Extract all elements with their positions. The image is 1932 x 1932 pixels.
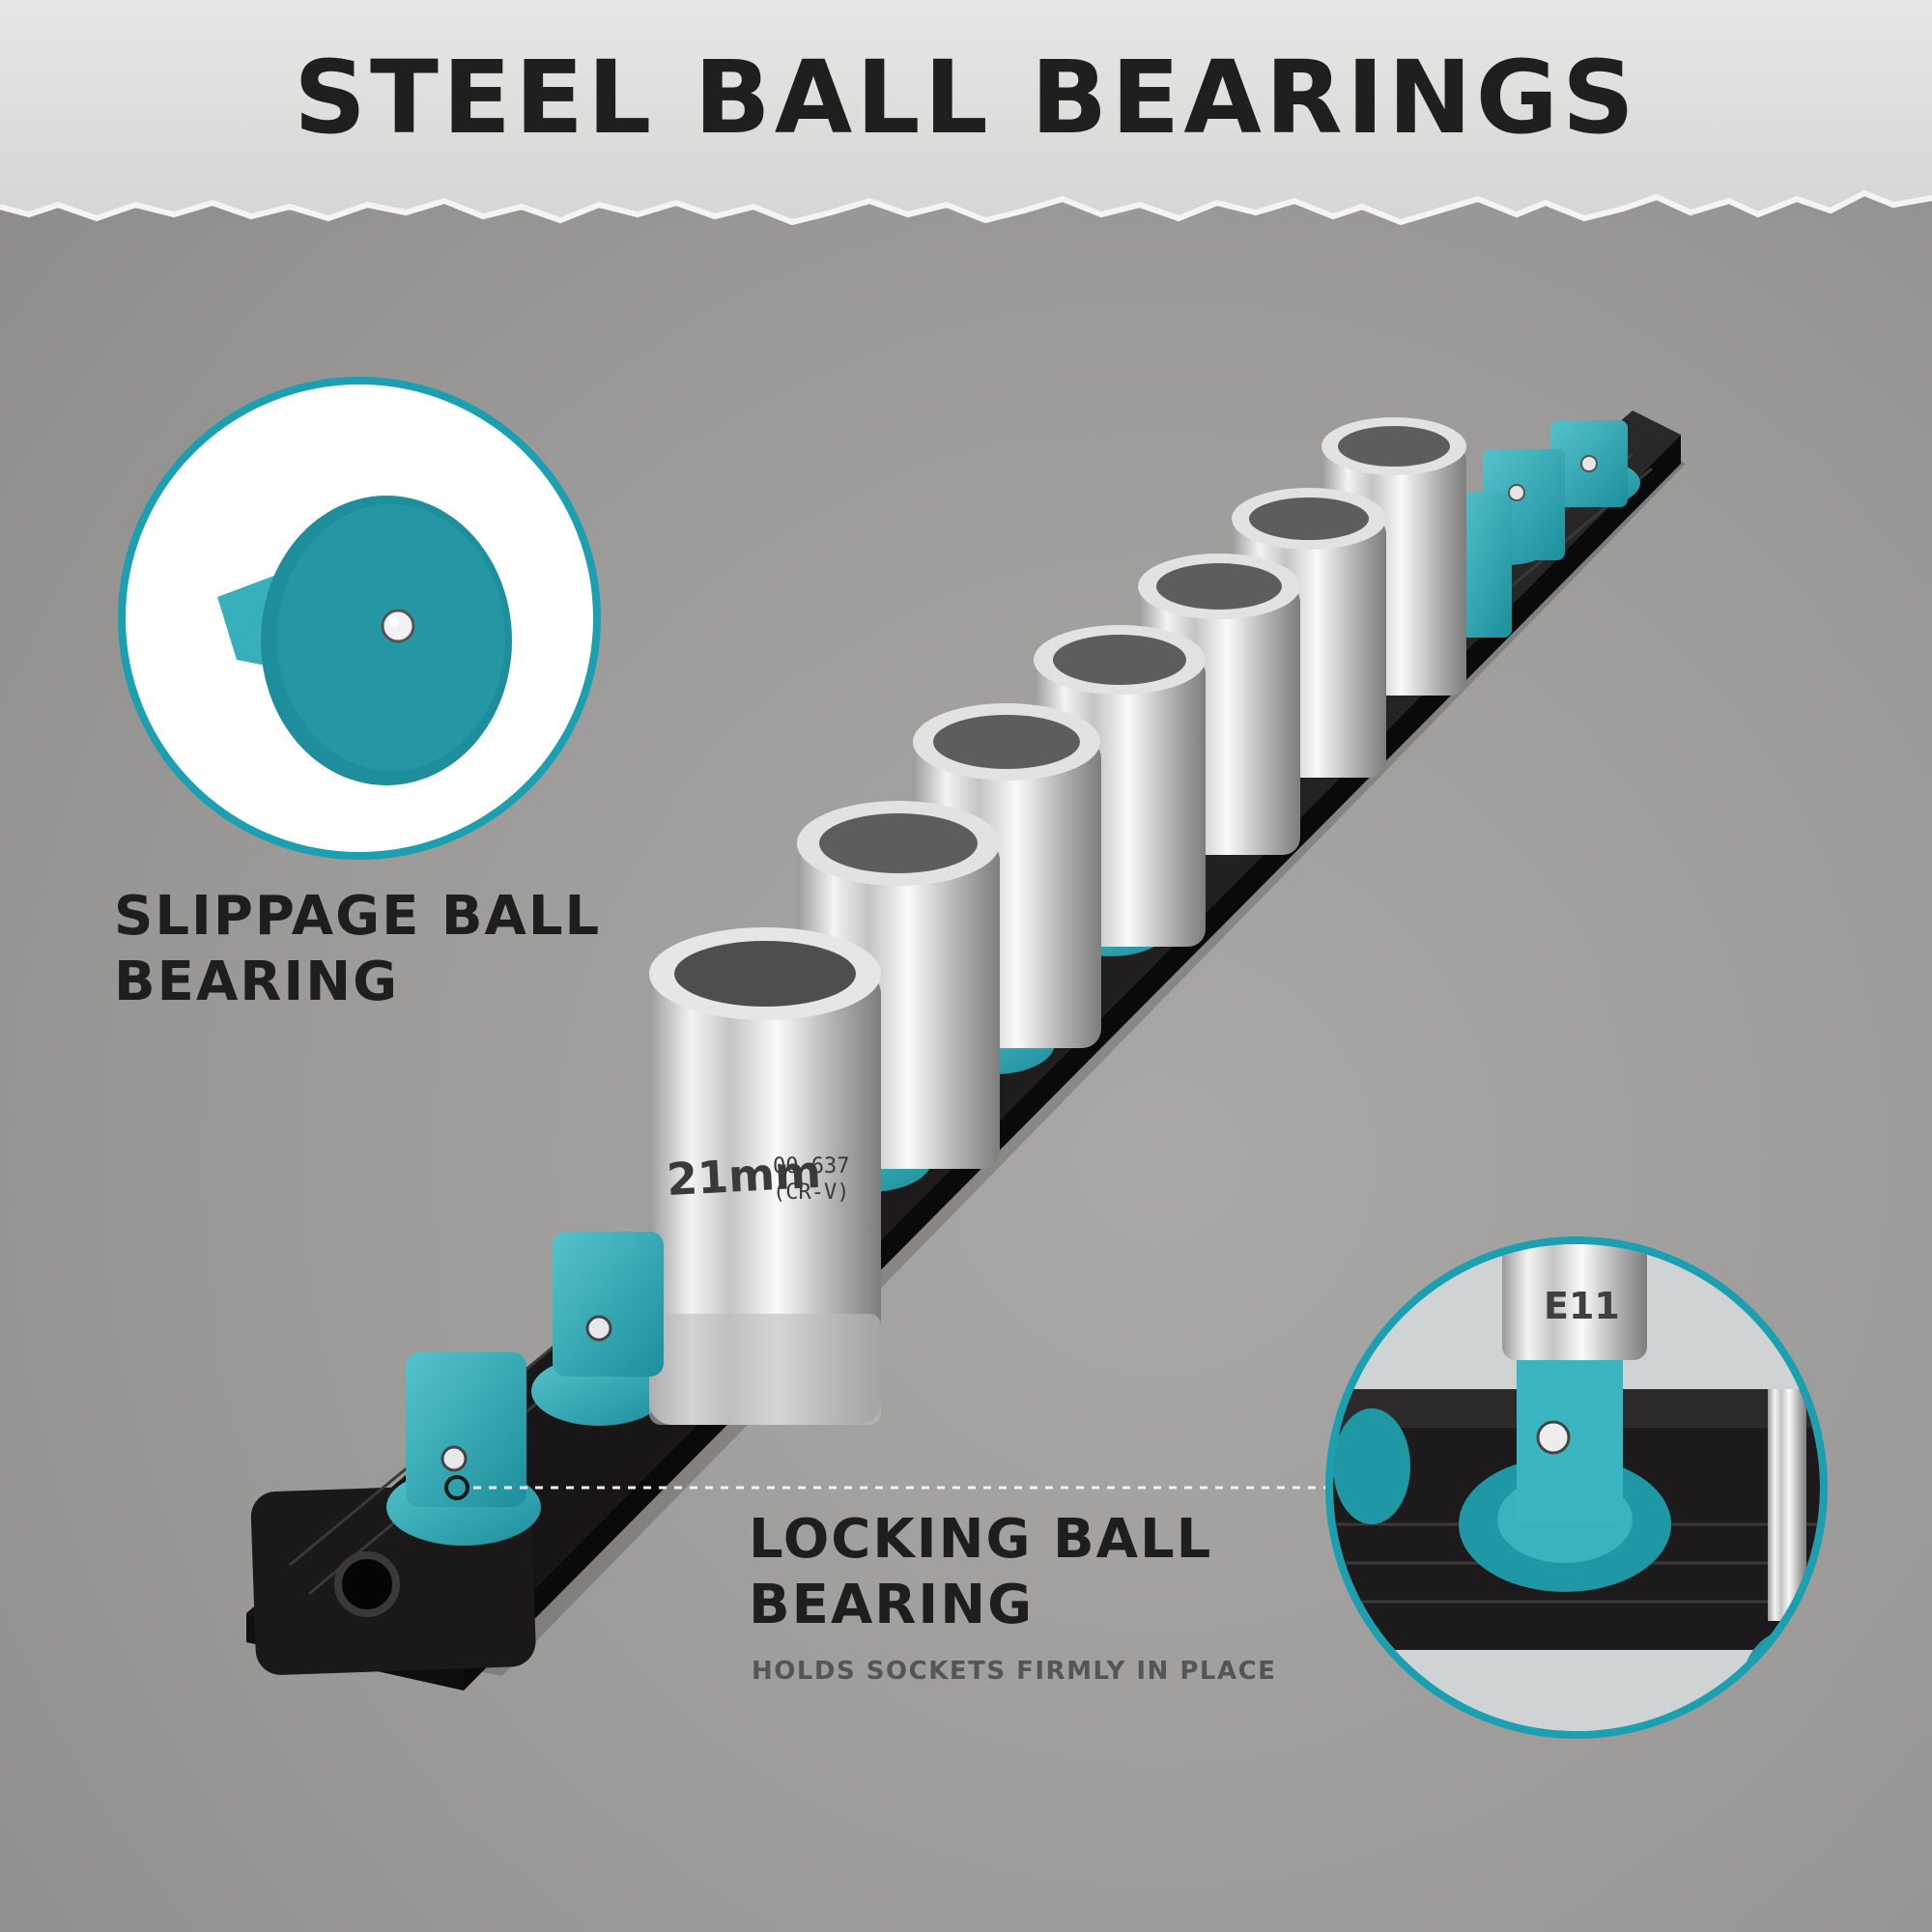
locking-bearing-detail-icon — [1333, 1244, 1820, 1731]
locking-label: LOCKING BALL BEARING — [749, 1507, 1212, 1639]
page-title: STEEL BALL BEARINGS — [294, 39, 1638, 156]
locking-label-line2: BEARING — [749, 1574, 1035, 1637]
socket-part-marking: 00-637 — [773, 1154, 850, 1179]
torn-paper-header — [0, 0, 1932, 226]
slippage-label-line2: BEARING — [114, 951, 400, 1014]
slippage-bearing-detail — [118, 377, 601, 860]
locking-subtitle: HOLDS SOCKETS FIRMLY IN PLACE — [752, 1657, 1277, 1686]
detail-socket-marking: E11 — [1544, 1285, 1620, 1327]
slippage-bearing-detail-icon — [217, 496, 512, 785]
socket-material-marking: (CR-V) — [773, 1180, 850, 1205]
locking-label-line1: LOCKING BALL — [749, 1508, 1213, 1571]
slippage-label-line1: SLIPPAGE BALL — [114, 885, 602, 948]
slippage-label: SLIPPAGE BALL BEARING — [114, 884, 601, 1016]
locking-bearing-detail — [1325, 1236, 1828, 1739]
